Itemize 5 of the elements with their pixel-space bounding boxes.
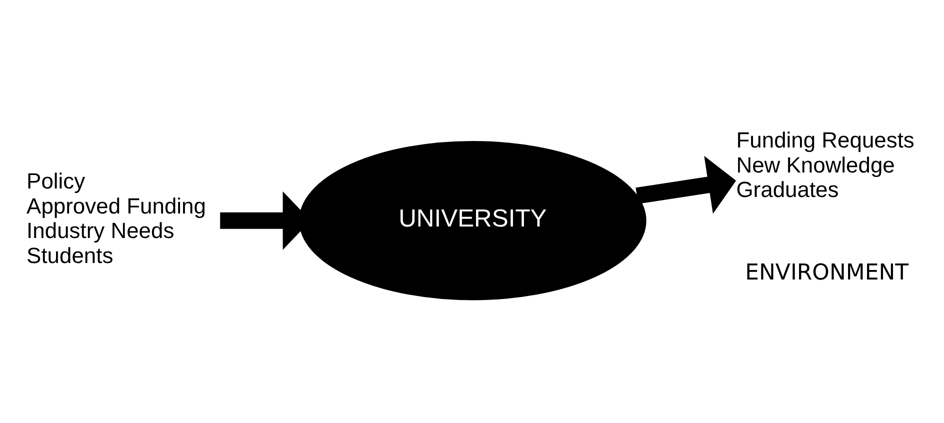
node-ellipse: UNIVERSITY: [299, 140, 646, 300]
node-text: Policy Approved Funding Industry Needs Students: [26, 168, 206, 268]
arrow: [636, 155, 736, 214]
label: ENVIRONMENT: [745, 260, 909, 285]
node-text: Funding Requests New Knowledge Graduates: [736, 127, 914, 202]
